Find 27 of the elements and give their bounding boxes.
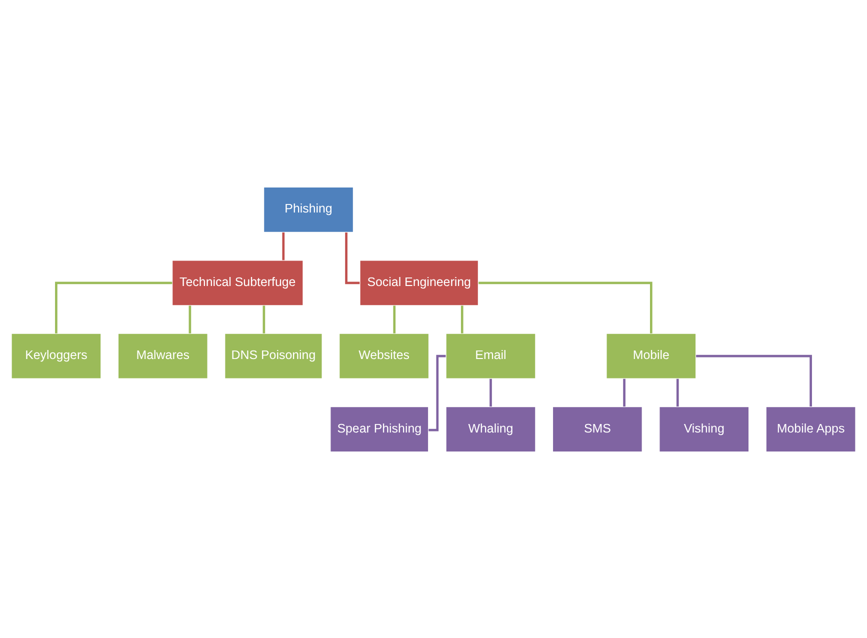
node-box: Websites <box>338 332 430 379</box>
node-box: Phishing <box>263 186 354 232</box>
connector <box>393 305 396 333</box>
node-box: Technical Subterfuge <box>172 259 304 306</box>
node-box: Keyloggers <box>11 332 102 379</box>
connector <box>478 281 652 333</box>
node-box: Email <box>446 332 536 379</box>
node-box: Spear Phishing <box>330 406 429 452</box>
node-box: SMS <box>552 406 643 452</box>
node-box: Social Engineering <box>360 259 479 306</box>
connector <box>262 305 266 333</box>
node-box: Whaling <box>446 406 536 452</box>
connector <box>623 378 626 406</box>
connector <box>676 378 679 406</box>
node-box: DNS Poisoning <box>224 332 323 379</box>
connector <box>345 232 360 284</box>
node-box: Mobile Apps <box>766 406 856 452</box>
node-box: Vishing <box>658 406 750 452</box>
connector <box>188 305 192 333</box>
node-box: Malwares <box>118 332 208 379</box>
connector <box>696 354 812 406</box>
connector <box>428 354 446 431</box>
connector <box>282 232 285 260</box>
node-box: Mobile <box>606 332 696 379</box>
connector <box>460 305 464 333</box>
connector <box>55 281 172 333</box>
connector <box>490 378 492 406</box>
